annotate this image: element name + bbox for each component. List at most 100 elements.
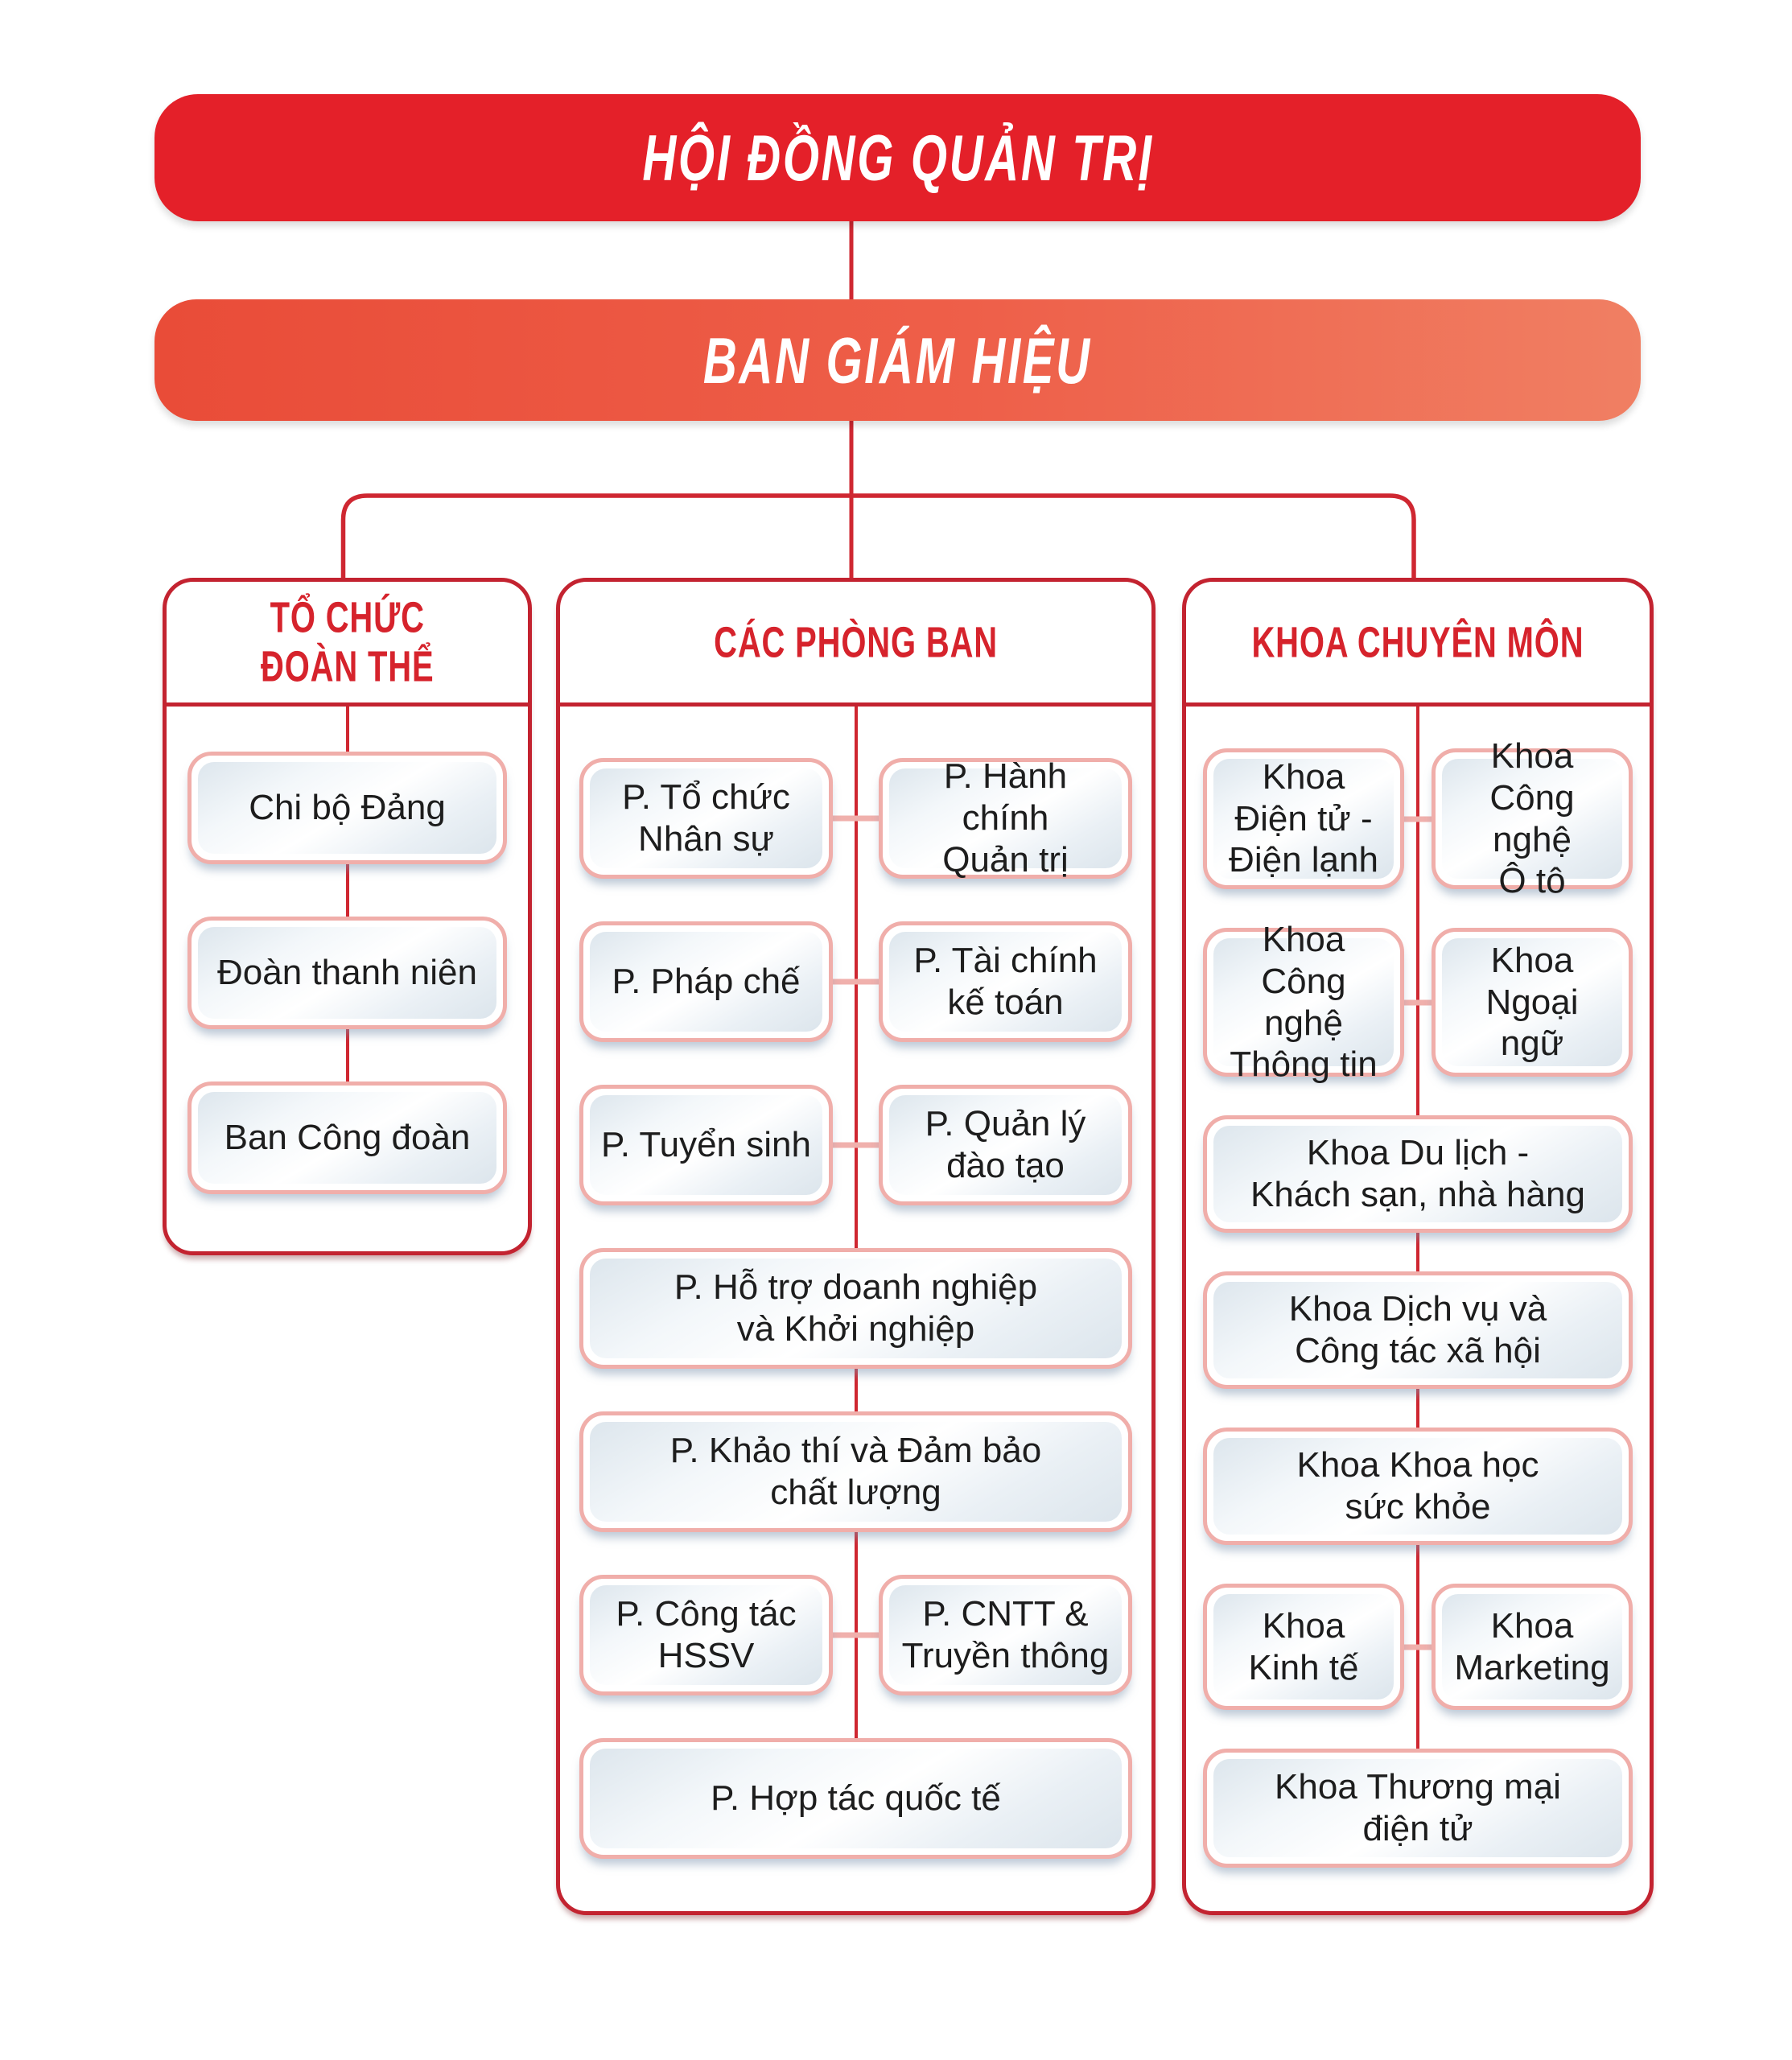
node-surface: P. Pháp chế: [590, 932, 822, 1032]
node-label: P. Hỗ trợ doanh nghiệp và Khởi nghiệp: [674, 1267, 1038, 1349]
node-khoa-thuong-mai-dien-tu: Khoa Thương mại điện tử: [1203, 1749, 1633, 1868]
node-label: Khoa Dịch vụ và Công tác xã hội: [1288, 1289, 1547, 1370]
org-row: P. Pháp chế P. Tài chính kế toán: [579, 921, 1132, 1042]
column-header: CÁC PHÒNG BAN: [560, 582, 1151, 702]
node-khoa-du-lich: Khoa Du lịch - Khách sạn, nhà hàng: [1203, 1115, 1633, 1233]
connector-stub: [826, 1632, 885, 1638]
node-khoa-kinh-te: Khoa Kinh tế: [1203, 1584, 1404, 1710]
node-label: Ban Công đoàn: [224, 1118, 471, 1158]
node-label: Khoa Công nghệ Thông tin: [1230, 919, 1378, 1085]
node-surface: Khoa Marketing: [1442, 1594, 1622, 1700]
header-divider: [560, 702, 1151, 707]
node-label: P. Tài chính kế toán: [913, 941, 1098, 1022]
node-p-cong-tac-hssv: P. Công tác HSSV: [579, 1575, 833, 1695]
node-label: Khoa Khoa học sức khỏe: [1296, 1445, 1539, 1526]
node-p-hop-tac-quoc-te: P. Hợp tác quốc tế: [579, 1738, 1132, 1859]
node-surface: Khoa Công nghệ Thông tin: [1213, 920, 1394, 1084]
node-khoa-marketing: Khoa Marketing: [1432, 1584, 1633, 1710]
node-label: P. Hợp tác quốc tế: [711, 1778, 1001, 1819]
node-label: Chi bộ Đảng: [249, 788, 446, 828]
node-surface: Khoa Khoa học sức khỏe: [1213, 1438, 1622, 1535]
connector-stub: [826, 978, 885, 985]
connector-stub: [1389, 999, 1447, 1005]
banner-board-of-principals: BAN GIÁM HIỆU: [154, 299, 1641, 421]
node-surface: P. CNTT & Truyền thông: [889, 1585, 1122, 1685]
node-label: P. Công tác HSSV: [616, 1594, 797, 1675]
node-surface: Khoa Du lịch - Khách sạn, nhà hàng: [1213, 1126, 1622, 1222]
node-surface: Khoa Công nghệ Ô tô: [1442, 736, 1622, 900]
node-surface: Chi bộ Đảng: [198, 762, 496, 854]
column-header-label: CÁC PHÒNG BAN: [714, 616, 998, 666]
node-label: Đoàn thanh niên: [217, 953, 477, 993]
column-header: KHOA CHUYÊN MÔN: [1186, 582, 1650, 702]
node-p-ho-tro-doanh-nghiep: P. Hỗ trợ doanh nghiệp và Khởi nghiệp: [579, 1248, 1132, 1369]
org-row: P. Hợp tác quốc tế: [579, 1738, 1132, 1859]
connector-stub: [826, 815, 885, 822]
node-khoa-cong-nghe-o-to: Khoa Công nghệ Ô tô: [1432, 736, 1633, 900]
column-body: P. Tổ chức Nhân sự P. Hành chính Quản tr…: [560, 707, 1151, 1911]
node-surface: Ban Công đoàn: [198, 1092, 496, 1184]
column-body: Khoa Điện tử - Điện lạnh Khoa Công nghệ …: [1186, 707, 1650, 1911]
node-label: P. Khảo thí và Đảm bảo chất lượng: [669, 1431, 1042, 1512]
node-label: P. Tuyển sinh: [601, 1125, 811, 1165]
node-khoa-dich-vu: Khoa Dịch vụ và Công tác xã hội: [1203, 1271, 1633, 1389]
connector-stub: [1389, 816, 1447, 822]
org-row: Khoa Khoa học sức khỏe: [1203, 1428, 1633, 1545]
node-p-tuyen-sinh: P. Tuyển sinh: [579, 1085, 833, 1205]
node-label: Khoa Du lịch - Khách sạn, nhà hàng: [1250, 1133, 1585, 1214]
org-row: Khoa Công nghệ Thông tin Khoa Ngoại ngữ: [1203, 920, 1633, 1084]
node-label: Khoa Marketing: [1454, 1605, 1610, 1687]
node-label: P. CNTT & Truyền thông: [901, 1594, 1110, 1675]
node-surface: Khoa Điện tử - Điện lạnh: [1213, 756, 1394, 880]
node-ban-cong-doan: Ban Công đoàn: [187, 1082, 507, 1194]
org-row: P. Tổ chức Nhân sự P. Hành chính Quản tr…: [579, 756, 1132, 880]
org-row: Khoa Kinh tế Khoa Marketing: [1203, 1584, 1633, 1710]
node-label: P. Tổ chức Nhân sự: [622, 777, 790, 859]
node-surface: P. Khảo thí và Đảm bảo chất lượng: [590, 1422, 1122, 1522]
org-row: Khoa Dịch vụ và Công tác xã hội: [1203, 1271, 1633, 1389]
node-surface: P. Tổ chức Nhân sự: [590, 768, 822, 868]
column-body: Chi bộ Đảng Đoàn thanh niên Ban Công đoà…: [167, 707, 528, 1251]
column-to-chuc-doan-the: TỔ CHỨC ĐOÀN THỂ Chi bộ Đảng Đoàn thanh …: [163, 578, 532, 1255]
node-label: P. Quản lý đào tạo: [925, 1104, 1086, 1185]
org-row: Khoa Thương mại điện tử: [1203, 1749, 1633, 1868]
connector-stub: [1389, 1644, 1447, 1650]
column-header: TỔ CHỨC ĐOÀN THỂ: [167, 582, 528, 702]
node-p-to-chuc-nhan-su: P. Tổ chức Nhân sự: [579, 758, 833, 879]
node-surface: P. Hợp tác quốc tế: [590, 1749, 1122, 1848]
node-label: Khoa Công nghệ Ô tô: [1489, 735, 1575, 901]
node-label: Khoa Thương mại điện tử: [1275, 1767, 1561, 1848]
node-label: Khoa Ngoại ngữ: [1485, 940, 1579, 1064]
org-row: Khoa Du lịch - Khách sạn, nhà hàng: [1203, 1115, 1633, 1233]
node-label: P. Pháp chế: [612, 962, 801, 1002]
column-connector-line: [1416, 707, 1419, 1808]
node-doan-thanh-nien: Đoàn thanh niên: [187, 917, 507, 1029]
banner-board-of-directors: HỘI ĐỒNG QUẢN TRỊ: [154, 94, 1641, 221]
node-p-phap-che: P. Pháp chế: [579, 921, 833, 1042]
node-chi-bo-dang: Chi bộ Đảng: [187, 752, 507, 864]
org-row: P. Tuyển sinh P. Quản lý đào tạo: [579, 1085, 1132, 1205]
node-surface: Khoa Thương mại điện tử: [1213, 1759, 1622, 1857]
org-row: P. Khảo thí và Đảm bảo chất lượng: [579, 1411, 1132, 1532]
node-surface: P. Tuyển sinh: [590, 1095, 822, 1195]
node-surface: P. Công tác HSSV: [590, 1585, 822, 1685]
node-khoa-cong-nghe-thong-tin: Khoa Công nghệ Thông tin: [1203, 920, 1404, 1084]
org-row: Khoa Điện tử - Điện lạnh Khoa Công nghệ …: [1203, 736, 1633, 900]
node-label: Khoa Điện tử - Điện lạnh: [1229, 756, 1378, 880]
column-khoa-chuyen-mon: KHOA CHUYÊN MÔN Khoa Điện tử - Điện lạnh…: [1182, 578, 1654, 1915]
node-surface: Khoa Ngoại ngữ: [1442, 938, 1622, 1066]
connector-stub: [826, 1142, 885, 1148]
node-p-khao-thi: P. Khảo thí và Đảm bảo chất lượng: [579, 1411, 1132, 1532]
node-p-cntt-truyen-thong: P. CNTT & Truyền thông: [879, 1575, 1132, 1695]
node-label: Khoa Kinh tế: [1248, 1605, 1359, 1687]
node-p-quan-ly-dao-tao: P. Quản lý đào tạo: [879, 1085, 1132, 1205]
node-p-tai-chinh-ke-toan: P. Tài chính kế toán: [879, 921, 1132, 1042]
column-cac-phong-ban: CÁC PHÒNG BAN P. Tổ chức Nhân sự P. Hành…: [556, 578, 1156, 1915]
node-khoa-dien-tu-dien-lanh: Khoa Điện tử - Điện lạnh: [1203, 748, 1404, 889]
node-surface: Đoàn thanh niên: [198, 927, 496, 1019]
node-khoa-ngoai-ngu: Khoa Ngoại ngữ: [1432, 928, 1633, 1077]
node-surface: P. Hành chính Quản trị: [889, 756, 1122, 880]
column-header-label: KHOA CHUYÊN MÔN: [1251, 616, 1584, 666]
